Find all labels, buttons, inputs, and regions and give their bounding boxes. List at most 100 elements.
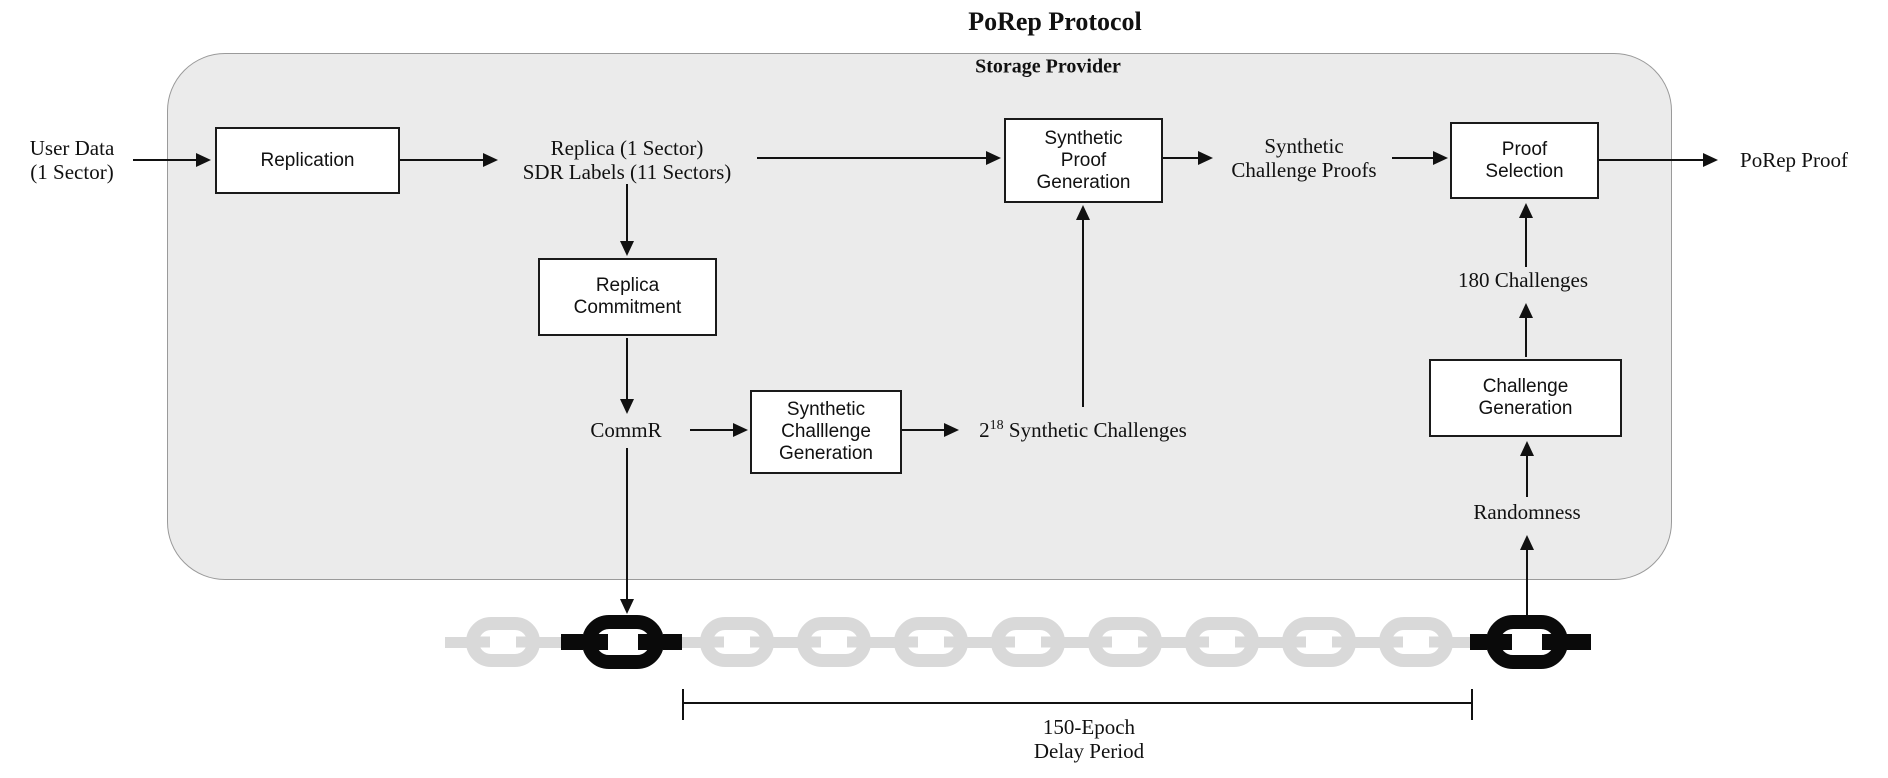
storage-provider-container (167, 53, 1672, 580)
delay-bracket-tick-right (1471, 689, 1473, 720)
node-proof-selection: Proof Selection (1450, 122, 1599, 199)
chain-bar (663, 634, 682, 650)
node-synthetic-challenge-generation: Synthetic Challlenge Generation (750, 390, 902, 474)
arrow-line-randomness-cg (1526, 454, 1528, 497)
chain-link (1185, 617, 1259, 667)
label-user-data: User Data (1 Sector) (30, 136, 115, 184)
chain-bar (1161, 636, 1174, 648)
node-label-line: Replication (260, 149, 355, 171)
label-line: Randomness (1473, 500, 1581, 524)
label-delay-period: 150-Epoch Delay Period (1034, 715, 1144, 763)
arrow-line-proofs-selection (1392, 157, 1435, 159)
label-synthetic-challenges: 218 Synthetic Challenges (979, 418, 1187, 442)
node-label-line: Generation (1036, 171, 1131, 193)
diagram-title: PoRep Protocol (968, 7, 1142, 36)
arrow-line-180-selection (1525, 216, 1527, 267)
chain-link (1282, 617, 1356, 667)
chain-bar (1076, 636, 1089, 648)
chain-bar (1452, 636, 1470, 648)
chain-bar-tail (1566, 634, 1591, 650)
label-line: CommR (590, 418, 662, 442)
chain-bar (1355, 636, 1368, 648)
arrow-head-userdata-replication (196, 153, 211, 167)
arrow-head-replica-commitment (620, 241, 634, 256)
node-synthetic-proof-generation: Synthetic Proof Generation (1004, 118, 1163, 203)
chain-bar (539, 636, 561, 648)
arrow-head-replica-spg (986, 151, 1001, 165)
chain-bar (1258, 636, 1271, 648)
label-line: SDR Labels (11 Sectors) (522, 160, 732, 184)
chain-link (1088, 617, 1162, 667)
arrow-line-commr-scg (690, 429, 735, 431)
label-line: 150-Epoch (1042, 715, 1136, 739)
node-challenge-generation: Challenge Generation (1429, 359, 1622, 437)
arrow-head-chain-randomness (1520, 535, 1534, 550)
label-base: 2 (979, 418, 990, 442)
arrow-head-spg-proofs (1198, 151, 1213, 165)
node-label-line: Proof (1060, 149, 1107, 171)
node-label-line: Generation (1478, 398, 1573, 419)
arrow-head-180-selection (1519, 203, 1533, 218)
arrow-head-scg-challenges (944, 423, 959, 437)
node-label-line: Generation (778, 443, 873, 464)
chain-link (894, 617, 968, 667)
chain-link-highlighted (582, 615, 664, 669)
label-porep-proof: PoRep Proof (1740, 148, 1848, 172)
label-line: PoRep Proof (1740, 148, 1848, 172)
label-randomness: Randomness (1473, 500, 1580, 524)
chain-bar (979, 636, 992, 648)
storage-provider-label: Storage Provider (975, 55, 1121, 78)
node-label-line: Challenge (1482, 376, 1569, 397)
chain-link-highlighted (1486, 615, 1568, 669)
node-label-line: Commitment (573, 297, 682, 318)
arrow-line-replication-replica (400, 159, 485, 161)
arrow-head-challenges-spg (1076, 205, 1090, 220)
chain-bar (882, 636, 895, 648)
arrow-line-spg-proofs (1163, 157, 1200, 159)
node-label-line: Selection (1485, 160, 1564, 182)
label-line: Synthetic (1264, 134, 1344, 158)
label-line: Challenge Proofs (1231, 158, 1377, 182)
arrow-line-challenges-spg (1082, 218, 1084, 407)
arrow-line-commr-chain (626, 448, 628, 601)
arrow-line-cg-180 (1525, 316, 1527, 357)
chain-bar (785, 636, 798, 648)
arrow-line-userdata-replication (133, 159, 198, 161)
arrow-head-selection-porep (1703, 153, 1718, 167)
arrow-line-chain-randomness (1526, 548, 1528, 618)
chain-bar (870, 636, 883, 648)
label-line: User Data (29, 136, 115, 160)
arrow-line-replica-commitment (626, 184, 628, 243)
chain-bar (682, 636, 701, 648)
arrow-line-replica-spg (757, 157, 988, 159)
arrow-head-replication-replica (483, 153, 498, 167)
arrow-line-selection-porep (1599, 159, 1705, 161)
node-label-line: Synthetic (1044, 127, 1123, 149)
arrow-head-randomness-cg (1520, 441, 1534, 456)
label-line: Replica (1 Sector) (550, 136, 704, 160)
chain-link (797, 617, 871, 667)
label-line: (1 Sector) (30, 160, 114, 184)
label-line: 180 Challenges (1457, 268, 1589, 292)
arrow-line-commitment-commr (626, 338, 628, 401)
delay-bracket-line (683, 702, 1472, 704)
node-replication: Replication (215, 127, 400, 194)
node-label-line: Replica (595, 275, 660, 296)
arrow-head-commr-scg (733, 423, 748, 437)
label-commr: CommR (590, 418, 661, 442)
node-label-line: Synthetic (786, 399, 866, 420)
chain-bar (773, 636, 786, 648)
chain-bar (1469, 634, 1487, 650)
chain-link (1379, 617, 1453, 667)
chain-bar (1173, 636, 1186, 648)
arrow-head-proofs-selection (1433, 151, 1448, 165)
node-replica-commitment: Replica Commitment (538, 258, 717, 336)
chain-bar-lead (445, 636, 467, 648)
label-exponent: 18 (989, 418, 1004, 433)
label-180-challenges: 180 Challenges (1458, 268, 1588, 292)
label-rest: Synthetic Challenges (1003, 418, 1187, 442)
chain-link (466, 617, 540, 667)
label-synthetic-challenge-proofs: Synthetic Challenge Proofs (1231, 134, 1376, 182)
label-replica-sdr: Replica (1 Sector) SDR Labels (11 Sector… (523, 136, 732, 184)
chain-bar (561, 634, 583, 650)
